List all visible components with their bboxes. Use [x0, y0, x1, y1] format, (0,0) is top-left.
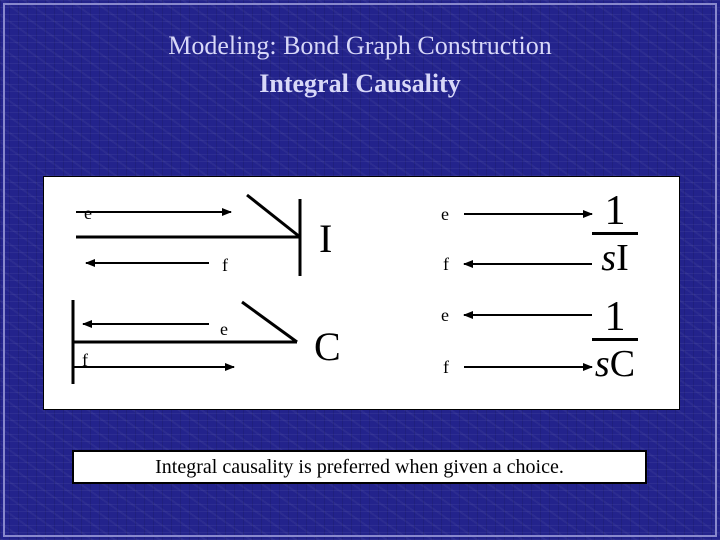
capacitance-tf-den-s: s	[594, 343, 610, 385]
inertia-f-label: f	[222, 255, 228, 275]
diagram-panel: e f I e f C e f e f	[43, 176, 680, 410]
inertia-half-arrow	[246, 193, 301, 239]
inertia-tf-denominator: sI	[585, 237, 645, 279]
capacitance-tf-den-element: C	[609, 343, 636, 385]
slide-title: Modeling: Bond Graph Construction	[168, 31, 552, 60]
capacitance-flow-f-label: f	[443, 357, 449, 377]
inertia-tf-numerator: 1	[604, 188, 626, 234]
inertia-tf-den-s: s	[601, 237, 617, 279]
capacitance-half-arrow	[241, 300, 298, 344]
bond-graph-diagram	[71, 193, 593, 384]
inertia-e-label: e	[84, 203, 92, 223]
inertia-tf-fraction-bar	[592, 232, 638, 235]
inertia-tf-den-element: I	[616, 237, 629, 279]
preference-note: Integral causality is preferred when giv…	[72, 450, 647, 484]
inertia-flow-e-label: e	[441, 204, 449, 224]
capacitance-transfer-function: 1 sC	[585, 296, 645, 385]
inertia-element-label: I	[319, 216, 333, 261]
inertia-transfer-function: 1 sI	[585, 190, 645, 279]
capacitance-f-label: f	[82, 350, 88, 370]
capacitance-e-label: e	[220, 319, 228, 339]
inertia-flow-f-label: f	[443, 254, 449, 274]
capacitance-tf-fraction-bar	[592, 338, 638, 341]
capacitance-element-label: C	[314, 324, 341, 369]
slide-subtitle: Integral Causality	[259, 69, 461, 98]
capacitance-flow-e-label: e	[441, 305, 449, 325]
capacitance-tf-denominator: sC	[585, 343, 645, 385]
capacitance-tf-numerator: 1	[604, 294, 626, 340]
